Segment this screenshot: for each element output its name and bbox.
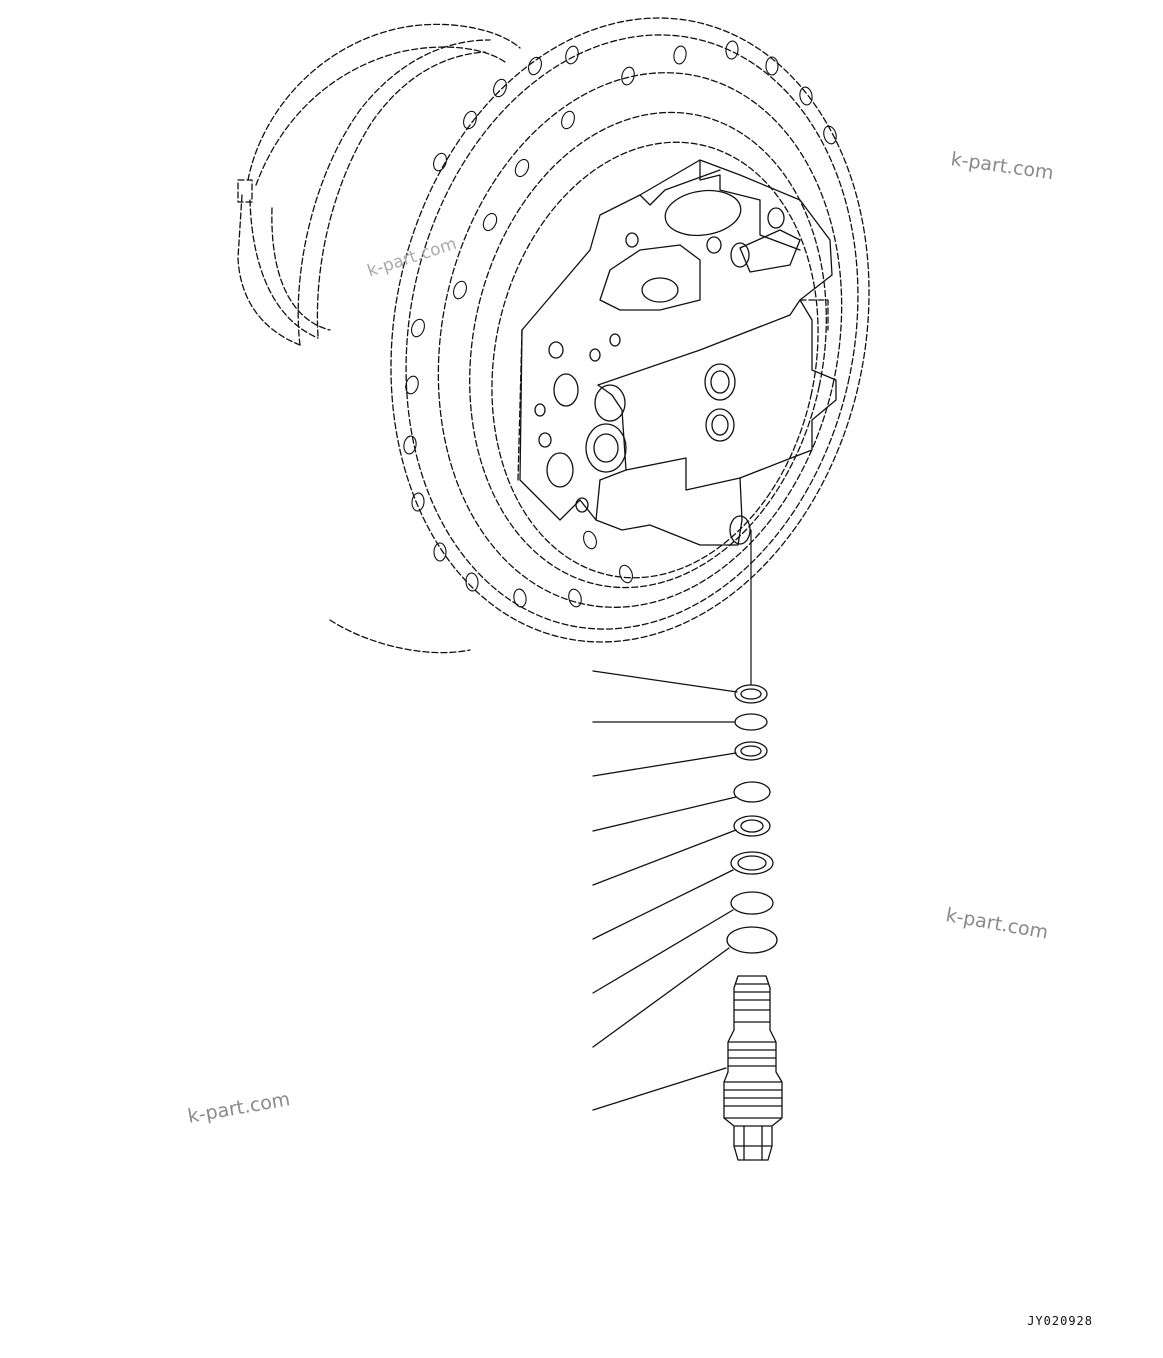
- leader-5: [592, 829, 737, 886]
- leader-9: [592, 1067, 727, 1111]
- leader-8: [592, 947, 730, 1048]
- relief-valve-cartridge: [723, 975, 783, 1161]
- o-ring-5: [730, 891, 774, 915]
- backup-ring-2: [730, 851, 774, 875]
- leader-4: [592, 796, 737, 832]
- travel-motor-assembly: [237, 17, 870, 654]
- o-ring-2: [734, 713, 768, 731]
- o-ring-6: [726, 926, 778, 954]
- leader-3: [592, 752, 737, 777]
- o-ring-4: [733, 781, 771, 803]
- leader-6: [592, 869, 734, 940]
- leader-1: [592, 670, 738, 693]
- leader-7: [592, 909, 734, 994]
- o-ring-1: [734, 684, 768, 704]
- o-ring-3: [734, 741, 768, 761]
- callout-leaders: [592, 670, 738, 1111]
- seal-stack: [726, 684, 778, 954]
- backup-ring-1: [733, 815, 771, 837]
- drawing-code: JY020928: [1027, 1314, 1093, 1328]
